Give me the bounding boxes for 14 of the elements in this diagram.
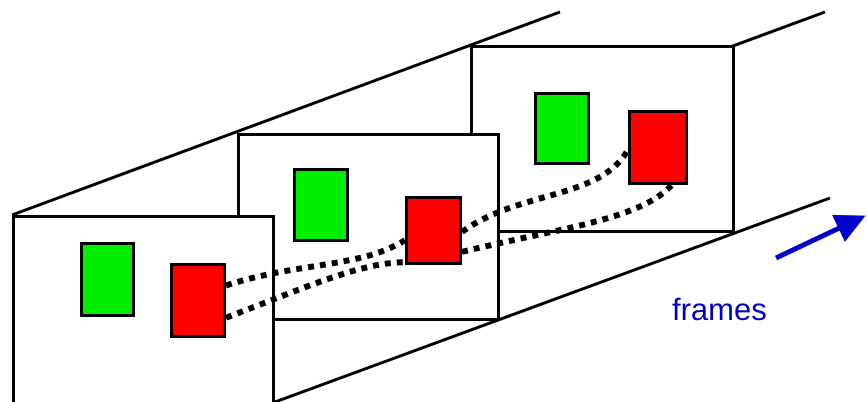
video-frame — [470, 45, 735, 233]
dotted-connector — [460, 148, 630, 234]
video-frame — [237, 133, 500, 321]
video-frame — [12, 215, 275, 402]
tracked-object-box — [405, 196, 462, 265]
dotted-connector — [461, 182, 674, 255]
tracked-object-box — [170, 263, 226, 338]
dotted-connector — [225, 238, 406, 288]
tracked-object-box — [628, 110, 688, 185]
axis-label: frames — [672, 292, 767, 328]
background-region — [293, 168, 349, 242]
dotted-connector — [224, 259, 406, 321]
background-region — [534, 92, 590, 165]
background-region — [80, 242, 135, 317]
